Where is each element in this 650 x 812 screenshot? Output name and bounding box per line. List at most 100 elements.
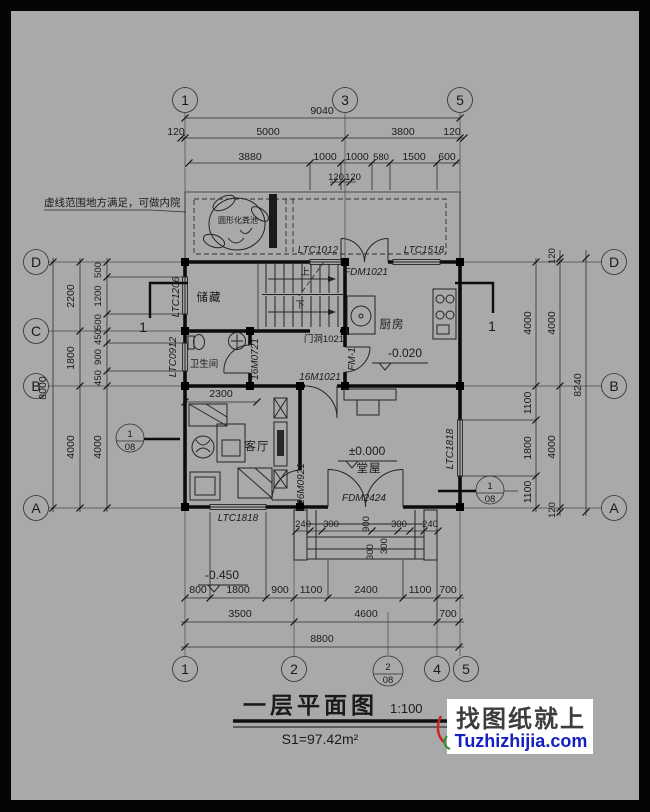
- courtyard-note: 虚线范围地方满足，可做内院: [44, 196, 181, 209]
- septic-tank-label: 圆形化粪池: [218, 215, 258, 225]
- svg-text:3500: 3500: [228, 608, 252, 620]
- svg-text:1000: 1000: [313, 151, 337, 163]
- section-number: 1: [139, 319, 147, 335]
- svg-text:2: 2: [385, 662, 390, 673]
- staircase: [262, 261, 343, 327]
- doors: [223, 238, 404, 508]
- svg-text:120: 120: [345, 172, 361, 183]
- svg-text:700: 700: [439, 584, 457, 596]
- svg-text:1800: 1800: [65, 346, 77, 370]
- drawing-scale: 1:100: [390, 701, 423, 716]
- svg-text:4000: 4000: [546, 311, 558, 335]
- top-dimensions: 9040 120 5000 3800 120 3880 1000 1000 58…: [167, 105, 461, 183]
- svg-text:700: 700: [439, 608, 457, 620]
- porch-dimensions: 240 300 900 300 240 300 300 2300: [209, 388, 438, 560]
- detail-bubble-bottom: 2 08: [372, 655, 404, 687]
- svg-text:8800: 8800: [310, 633, 334, 645]
- note-leader-line: [44, 209, 187, 213]
- level-symbol-hall: [338, 460, 397, 469]
- paper-background: [11, 11, 639, 800]
- window-ltc1818-south: [209, 504, 267, 510]
- svg-text:580: 580: [373, 152, 389, 163]
- label-16m0921: 16M0921: [296, 463, 307, 505]
- entrance-steps: [293, 509, 438, 561]
- sink-icon: [350, 305, 372, 327]
- windows: [182, 259, 463, 510]
- section-number: 1: [488, 318, 496, 334]
- axis-right-d: D: [609, 254, 619, 270]
- svg-text:1800: 1800: [226, 584, 250, 596]
- washbasin-icon: [228, 332, 246, 350]
- svg-text:300: 300: [391, 519, 407, 530]
- svg-text:1200: 1200: [93, 285, 104, 306]
- svg-text:500: 500: [93, 314, 104, 330]
- axis-right-a: A: [609, 500, 619, 516]
- axis-bottom-1: 1: [181, 661, 189, 677]
- svg-text:240: 240: [295, 519, 311, 530]
- axis-top-5: 5: [456, 92, 464, 108]
- tv-cabinet: [273, 397, 288, 419]
- svg-text:120: 120: [547, 502, 558, 518]
- window-ltc1206: [182, 276, 188, 315]
- svg-text:1500: 1500: [402, 151, 426, 163]
- svg-text:4000: 4000: [522, 311, 534, 335]
- svg-text:300: 300: [365, 544, 376, 560]
- svg-text:240: 240: [422, 519, 438, 530]
- svg-text:450: 450: [93, 329, 104, 345]
- svg-text:8240: 8240: [572, 373, 584, 397]
- watermark-box: [447, 699, 593, 754]
- level-symbol-porch: [198, 584, 248, 593]
- watermark: 找图纸就上 Tuzhizhijia.com: [436, 699, 593, 754]
- watermark-cn: 找图纸就上: [456, 705, 586, 733]
- window-ltc1818-east: [457, 419, 463, 477]
- bottom-dimensions: 800 1800 900 1100 2400 1100 700 3500 460…: [189, 584, 457, 645]
- axis-left-d: D: [31, 254, 41, 270]
- label-16m1021: 16M1021: [299, 372, 341, 383]
- svg-text:2400: 2400: [354, 584, 378, 596]
- window-ltc1012: [309, 259, 342, 265]
- axis-top-1: 1: [181, 92, 189, 108]
- svg-text:1000: 1000: [345, 151, 369, 163]
- svg-text:08: 08: [125, 442, 136, 453]
- axis-bottom-5: 5: [462, 661, 470, 677]
- label-ltc0912: LTC0912: [168, 336, 179, 377]
- svg-text:4000: 4000: [65, 435, 77, 459]
- room-kitchen: 厨房: [380, 318, 405, 331]
- svg-text:900: 900: [93, 349, 104, 365]
- axis-bottom-4: 4: [433, 661, 441, 677]
- label-fdm1021: FDM1021: [344, 267, 388, 278]
- axis-top-3: 3: [341, 92, 349, 108]
- svg-text:900: 900: [271, 584, 289, 596]
- svg-text:2200: 2200: [65, 284, 77, 308]
- svg-text:08: 08: [485, 494, 496, 505]
- window-ltc0912: [182, 342, 188, 372]
- label-16m0721: 16M0721: [250, 338, 261, 380]
- room-storage: 储藏: [197, 290, 222, 304]
- svg-text:4600: 4600: [354, 608, 378, 620]
- room-labels: 储藏 卫生间 厨房 客厅 堂屋 上 下: [190, 267, 405, 475]
- svg-text:500: 500: [93, 262, 104, 278]
- svg-text:900: 900: [361, 516, 372, 532]
- svg-text:600: 600: [438, 151, 456, 163]
- bathroom-fixtures: [187, 332, 246, 350]
- svg-text:300: 300: [379, 538, 390, 554]
- svg-text:3800: 3800: [391, 126, 415, 138]
- level-kitchen: -0.020: [388, 346, 422, 360]
- tv-icon: [277, 430, 284, 456]
- courtyard-bench: [269, 194, 277, 248]
- section-flag-right: [455, 281, 495, 313]
- level-hall: ±0.000: [349, 444, 386, 458]
- drawing-area: S1=97.42m²: [282, 731, 359, 747]
- svg-text:120: 120: [443, 126, 461, 138]
- living-room-furniture: [188, 397, 288, 501]
- svg-text:120: 120: [167, 126, 185, 138]
- detail-bubble-right: 1 08: [438, 475, 518, 505]
- label-fdm2424: FDM2424: [342, 493, 386, 504]
- label-ltc1012: LTC1012: [298, 245, 339, 256]
- svg-text:120: 120: [547, 248, 558, 264]
- room-living: 客厅: [245, 439, 270, 453]
- watermark-en: Tuzhizhijia.com: [455, 731, 588, 751]
- svg-text:1100: 1100: [522, 392, 534, 415]
- svg-text:1100: 1100: [300, 584, 323, 596]
